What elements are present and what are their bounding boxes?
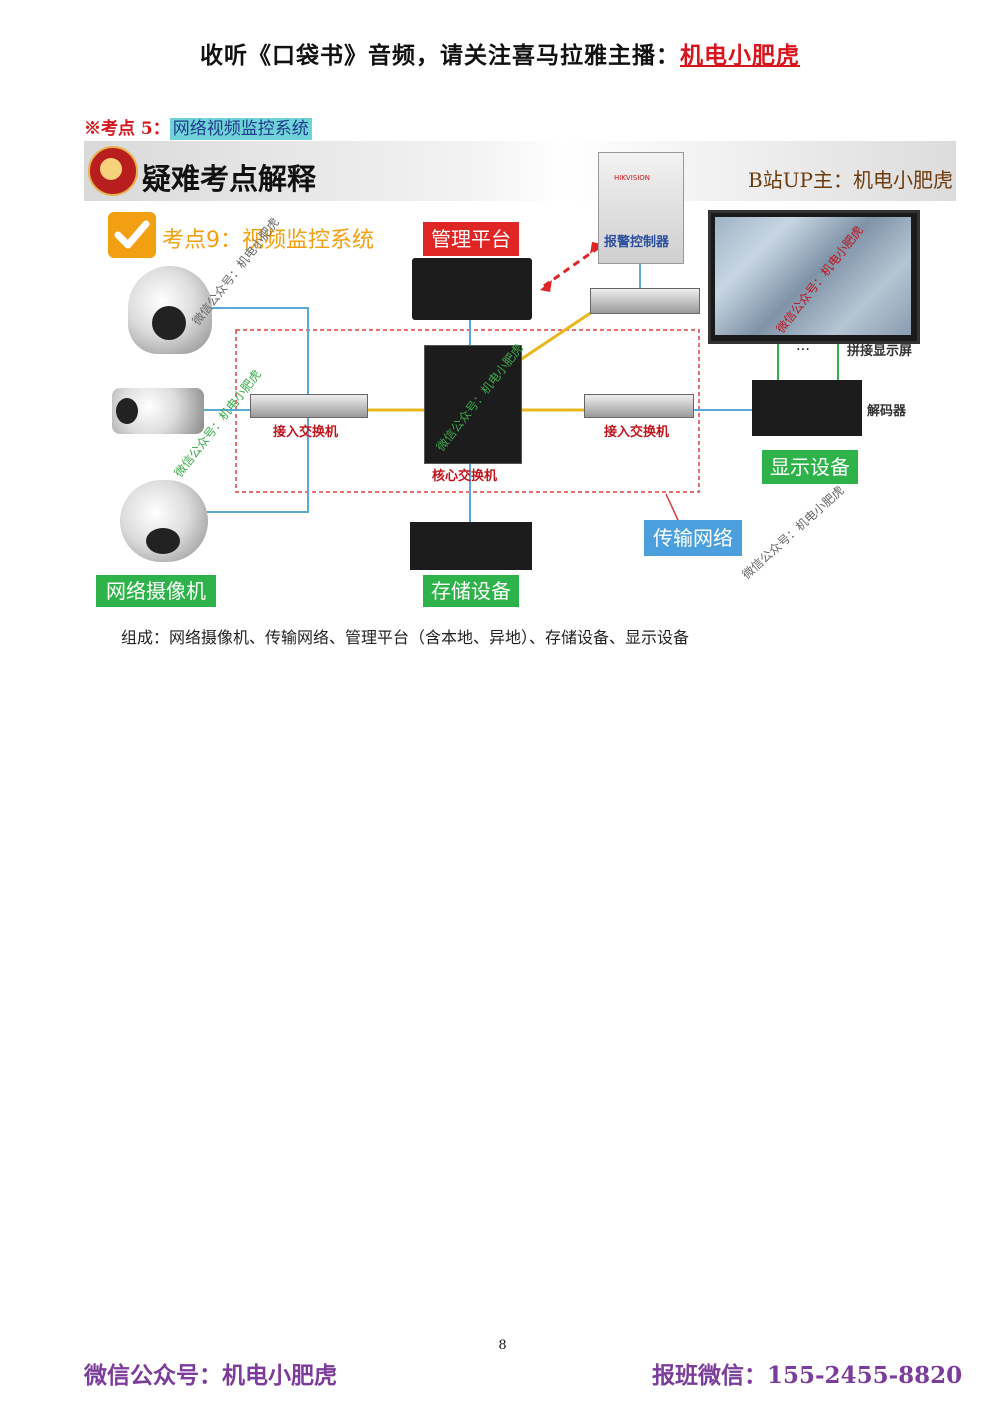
mgmt-platform-tag: 管理平台: [423, 222, 519, 256]
storage-array-icon: [410, 522, 532, 570]
dome-lens-icon: [152, 306, 186, 340]
header-prefix: 收听《口袋书》音频，请关注喜马拉雅主播：: [200, 42, 680, 69]
checkmark-icon: [108, 212, 156, 258]
page-number: 8: [498, 1338, 507, 1353]
access-switch-left-label: 接入交换机: [273, 425, 339, 440]
decoder-label: 解码器: [867, 404, 907, 419]
display-device-tag: 显示设备: [762, 450, 858, 484]
kaodian9-title: 考点9：视频监控系统: [162, 228, 374, 253]
banner-bar: [84, 141, 956, 201]
host-link[interactable]: 机电小肥虎: [680, 42, 800, 69]
splice-screen-label: 拼接显示屏: [847, 344, 913, 359]
alarm-controller-label: 报警控制器: [604, 235, 670, 250]
server-icon: [412, 258, 532, 320]
alarm-brand: HIKVISION: [614, 174, 651, 182]
tiger-logo-icon: [100, 158, 122, 180]
banner-right-text: B站UP主：机电小肥虎: [748, 168, 954, 192]
footer-right: 报班微信：155-2455-8820: [652, 1362, 963, 1389]
bullet-lens-icon: [116, 398, 138, 424]
core-switch-icon: [424, 345, 522, 464]
kaodian-label: ※考点 5：: [84, 119, 170, 139]
connection-lines: [200, 242, 839, 522]
access-switch-right-icon: [584, 394, 694, 418]
storage-device-tag: 存储设备: [423, 575, 519, 607]
banner-title: 疑难考点解释: [142, 162, 317, 196]
footer-left: 微信公众号：机电小肥虎: [84, 1362, 337, 1389]
access-switch-left-icon: [250, 394, 368, 418]
composition-text: 组成：网络摄像机、传输网络、管理平台（含本地、异地）、存储设备、显示设备: [121, 628, 690, 647]
kaodian-heading: ※考点 5：网络视频监控系统: [84, 114, 312, 140]
ellipsis: …: [796, 338, 810, 354]
network-camera-tag: 网络摄像机: [96, 575, 216, 607]
alarm-controller-box: [598, 152, 684, 264]
ptz-lens-icon: [146, 528, 180, 554]
transport-network-tag: 传输网络: [644, 520, 742, 556]
decoder-icon: [752, 380, 862, 436]
core-switch-label: 核心交换机: [432, 469, 498, 484]
splice-screen-icon: [708, 210, 920, 344]
kaodian-topic: 网络视频监控系统: [169, 118, 312, 140]
access-switch-right-label: 接入交换机: [604, 425, 670, 440]
header-note: 收听《口袋书》音频，请关注喜马拉雅主播：机电小肥虎: [0, 36, 1000, 70]
alarm-switch-icon: [590, 288, 700, 314]
